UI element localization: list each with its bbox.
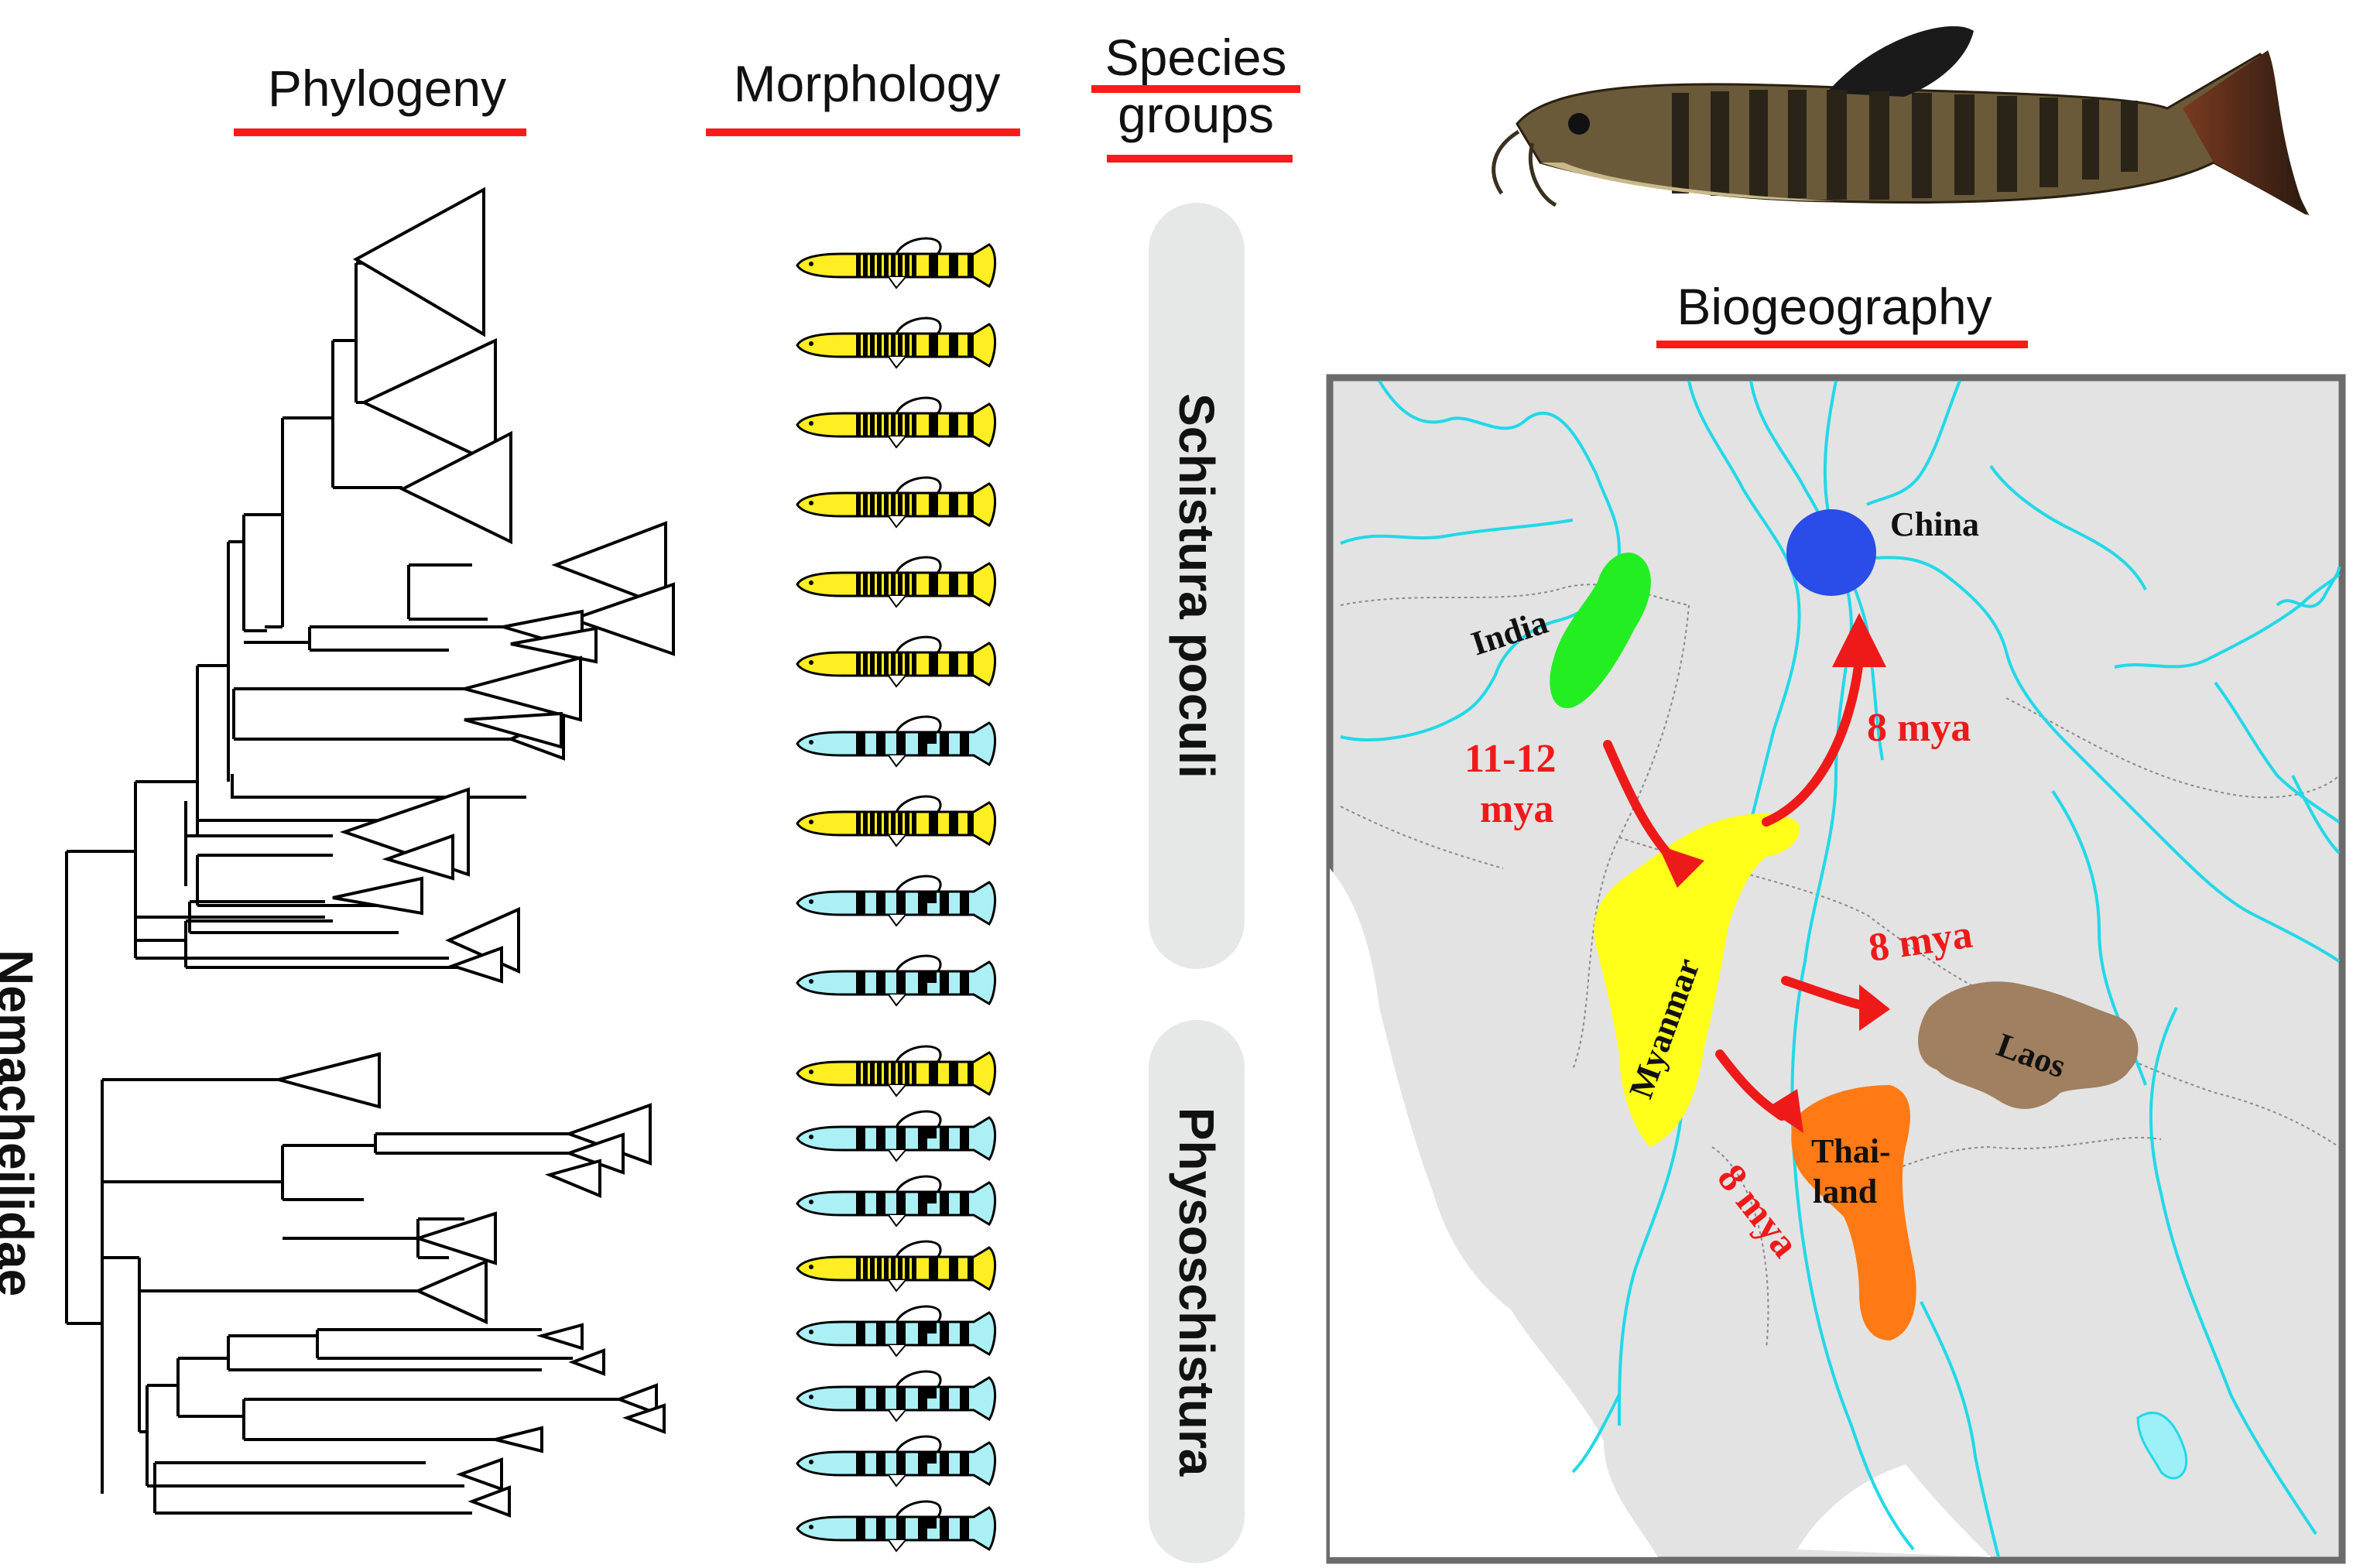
fish-icon-9 <box>796 875 996 927</box>
group-label-schistura: Schistura poculi <box>1169 393 1224 779</box>
phylogeny-tree <box>65 187 675 1518</box>
fish-icon-4 <box>796 476 996 529</box>
fish-icon-13 <box>796 1175 996 1227</box>
phylogeny-header: Phylogeny <box>267 60 507 117</box>
morphology-column <box>796 237 996 1553</box>
region-thailand <box>1791 1085 1916 1340</box>
fish-icon-16 <box>796 1370 996 1422</box>
biogeography-header: Biogeography <box>1677 278 1992 335</box>
label-china: China <box>1890 505 1979 543</box>
phylogeny-underline <box>234 128 526 136</box>
fish-icon-15 <box>796 1305 996 1357</box>
fish-icon-6 <box>796 635 996 688</box>
group-pill-schistura <box>1149 203 1245 969</box>
group-label-physoschistura: Physoschistura <box>1169 1107 1224 1477</box>
fish-icon-18 <box>796 1500 996 1553</box>
arrow-label-11-12-line2: mya <box>1480 787 1553 831</box>
fish-icon-7 <box>796 715 996 768</box>
region-china <box>1786 509 1876 596</box>
fish-icon-11 <box>796 1045 996 1097</box>
fish-photo <box>1492 26 2310 216</box>
species-groups-underline <box>1091 85 1300 93</box>
region-myanmar <box>1594 813 1800 1147</box>
region-india <box>1550 552 1651 709</box>
fish-icon-17 <box>796 1435 996 1488</box>
region-laos <box>1918 981 2139 1109</box>
fish-icon-8 <box>796 795 996 847</box>
species-groups-underline-2 <box>1107 155 1293 163</box>
morphology-underline <box>706 128 1020 136</box>
morphology-header: Morphology <box>733 55 1001 112</box>
fish-icon-3 <box>796 396 996 449</box>
label-thailand-1: Thai- <box>1811 1132 1891 1170</box>
biogeography-underline <box>1656 341 2028 348</box>
group-pill-physoschistura <box>1149 1020 1245 1563</box>
fish-icon-14 <box>796 1240 996 1292</box>
fish-icon-5 <box>796 556 996 608</box>
fish-icon-10 <box>796 954 996 1007</box>
fish-icon-2 <box>796 317 996 369</box>
arrow-label-china: 8 mya <box>1867 706 1971 750</box>
fish-icon-1 <box>796 237 996 289</box>
species-groups-header: Species groups <box>1105 29 1287 143</box>
biogeography-map: China India Myanmar Laos Thai- land 11-1… <box>1326 374 2346 1564</box>
label-thailand-2: land <box>1813 1173 1877 1210</box>
arrow-label-11-12-line1: 11-12 <box>1464 737 1556 781</box>
fish-icon-12 <box>796 1110 996 1162</box>
